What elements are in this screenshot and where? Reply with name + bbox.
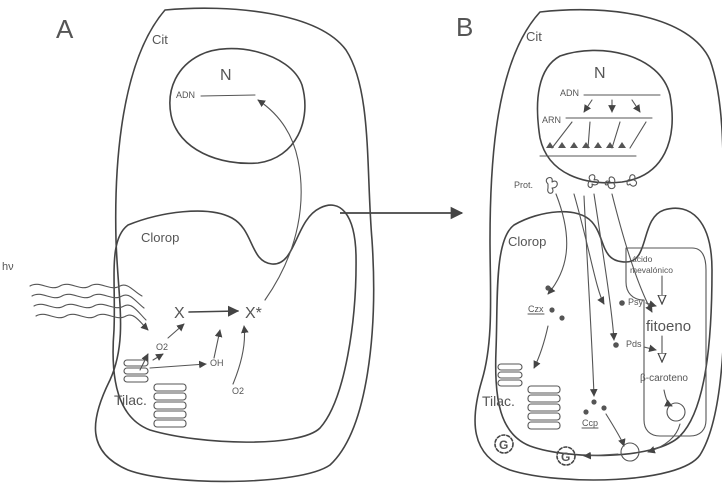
panel-b-pds-arrow — [644, 347, 656, 350]
panel-b-transcription-arrow-3 — [632, 100, 640, 112]
panel-b-betacaroteno-arrow — [664, 390, 672, 406]
panel-a-nucleus — [170, 49, 305, 164]
panel-a-ros-arrow-5 — [233, 326, 245, 384]
panel-b-ccp-label: Ccp — [582, 418, 598, 428]
panel-b-plastoglobule-1 — [667, 403, 685, 421]
panel-b-import-arrow-4 — [612, 194, 652, 312]
panel-b-ccp-dot-2 — [601, 405, 606, 410]
panel-b: B Cit N ADN ARN Prot. Clorop — [456, 10, 722, 480]
panel-b-ccp-dot-1 — [591, 399, 596, 404]
panel-a-ros-arrow-3 — [168, 324, 184, 338]
panel-a-o2minus-label: O2 — [156, 342, 168, 352]
panel-b-betacaroteno-label: β-caroteno — [640, 373, 688, 384]
panel-a-tilac-label: Tilac. — [114, 392, 147, 408]
panel-b-psy-label: Psy — [628, 297, 644, 307]
panel-a-oh-label: OH — [210, 358, 224, 368]
panel-b-pds-dot — [613, 342, 619, 348]
panel-a-o2-label: O2 — [232, 386, 244, 396]
panel-b-import-arrow-1 — [548, 194, 567, 294]
panel-b-granule-1: G — [495, 435, 513, 453]
panel-b-tilac-label: Tilac. — [482, 393, 515, 409]
panel-b-thylakoid-stack-1 — [498, 364, 522, 386]
panel-b-arn-label: ARN — [542, 115, 561, 125]
panel-b-protein-shapes — [546, 175, 636, 194]
panel-a-xstar-label: X* — [245, 305, 262, 322]
light-waves — [30, 284, 148, 330]
panel-a-x-label: X — [174, 305, 185, 322]
panel-b-thylakoid-stack-2 — [528, 386, 560, 429]
panel-b-letter: B — [456, 12, 473, 42]
panel-b-czx-dot-3 — [545, 285, 550, 290]
panel-a-thylakoid-stack-2 — [154, 384, 186, 427]
panel-b-prot-label: Prot. — [514, 180, 533, 190]
panel-b-czx-dot-1 — [549, 307, 554, 312]
panel-b-ccp-arrow — [606, 414, 624, 446]
panel-a: A Cit N ADN Clorop X X* O2 OH O2 — [30, 8, 374, 481]
panel-a-adn-label: ADN — [176, 90, 195, 100]
panel-b-acido-label: ácido — [632, 254, 653, 264]
panel-b-czx-dot-2 — [559, 315, 564, 320]
panel-b-transcription-arrow-1 — [584, 100, 592, 112]
panel-b-granule-2: G — [557, 447, 575, 465]
panel-b-psy-arrow — [646, 303, 656, 306]
panel-b-granule-2-label: G — [561, 450, 570, 464]
panel-a-signal-arrow — [258, 100, 301, 300]
panel-b-granule-1-label: G — [499, 438, 508, 452]
panel-b-clorop-label: Clorop — [508, 234, 546, 249]
panel-a-thylakoid-stack-1 — [124, 360, 148, 382]
panel-b-cit-label: Cit — [526, 29, 542, 44]
panel-b-plastoglobule-arrow — [648, 424, 680, 452]
panel-b-fitoeno-label: fitoeno — [646, 318, 691, 335]
panel-b-mevalonico-label: mevalónico — [630, 265, 673, 275]
panel-b-import-arrow-3 — [594, 194, 614, 340]
panel-a-clorop-label: Clorop — [141, 230, 179, 245]
panel-b-pds-label: Pds — [626, 339, 642, 349]
panel-a-cit-label: Cit — [152, 32, 168, 47]
panel-a-letter: A — [56, 14, 74, 44]
panel-a-dna-line — [201, 95, 255, 96]
panel-b-czx-label: Czx — [528, 304, 544, 314]
panel-b-ccp-dot-3 — [583, 409, 588, 414]
panel-a-ros-arrow-2 — [150, 364, 206, 368]
hv-label: hν — [2, 261, 14, 273]
panel-a-ros-arrow-1 — [153, 354, 163, 360]
panel-b-nucleus-label: N — [594, 65, 606, 82]
panel-a-nucleus-label: N — [220, 67, 232, 84]
panel-a-ros-arrow-4 — [214, 330, 220, 358]
panel-b-adn-label: ADN — [560, 88, 579, 98]
panel-b-czx-arrow — [534, 326, 548, 368]
panel-b-psy-dot — [619, 300, 625, 306]
panel-a-x-arrow — [189, 311, 238, 312]
panel-b-import-arrow-5 — [584, 196, 594, 396]
